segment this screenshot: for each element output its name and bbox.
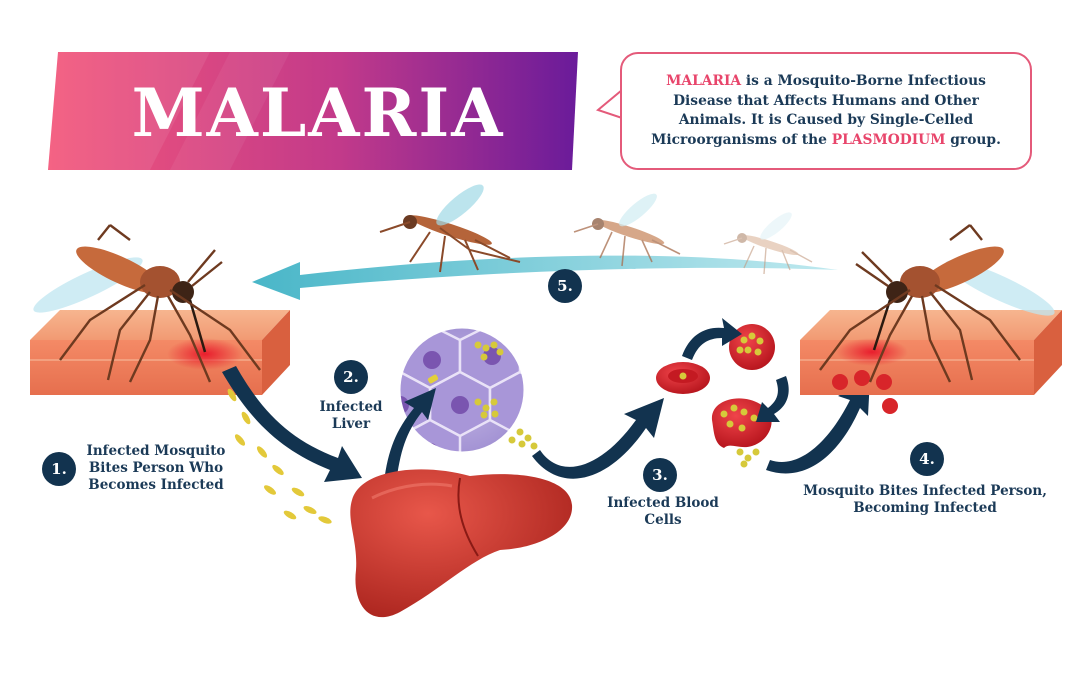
blood-cell-3-bursting bbox=[711, 398, 772, 468]
step-2-number: 2. bbox=[334, 360, 368, 394]
step-1-label: Infected Mosquito Bites Person Who Becom… bbox=[76, 443, 236, 494]
step-4-label: Mosquito Bites Infected Person, Becoming… bbox=[800, 483, 1050, 517]
description-text: MALARIA is a Mosquito-Borne Infectious D… bbox=[640, 72, 1012, 150]
arrow-bite-to-liver bbox=[222, 366, 362, 482]
blood-cell-2 bbox=[729, 324, 775, 370]
blood-cell-1 bbox=[656, 362, 710, 394]
step-3-label-line2: Cells bbox=[644, 512, 682, 528]
step-5-number: 5. bbox=[548, 269, 582, 303]
description-part-1: is a Mosquito-Borne Infectious Disease t… bbox=[651, 73, 986, 148]
mosquito-right bbox=[819, 224, 1055, 383]
step-1-number: 1. bbox=[42, 452, 76, 486]
step-2-label-line1: Infected bbox=[319, 399, 383, 415]
flying-mosquito-2 bbox=[573, 193, 681, 267]
highlight-malaria: MALARIA bbox=[666, 73, 742, 89]
step5-return-arrow bbox=[252, 255, 838, 300]
step-1-label-line3: Becomes Infected bbox=[88, 477, 224, 493]
mosquito-left bbox=[33, 224, 261, 383]
flying-mosquito-1 bbox=[379, 184, 521, 273]
highlight-plasmodium: PLASMODIUM bbox=[831, 131, 946, 148]
step-2-label: Infected Liver bbox=[306, 399, 396, 433]
step-4-label-line2: Becoming Infected bbox=[853, 500, 997, 516]
skin-block-left bbox=[30, 310, 290, 395]
step-3-number: 3. bbox=[643, 458, 677, 492]
arrow-to-blood-cells bbox=[532, 398, 664, 479]
step-1-label-line2: Bites Person Who bbox=[88, 460, 224, 476]
description-part-2: group. bbox=[945, 131, 1001, 148]
step-4-number: 4. bbox=[910, 442, 944, 476]
arrow-liver-to-cells bbox=[384, 388, 436, 484]
title-banner: MALARIA bbox=[48, 52, 578, 170]
step-2-label-line2: Liver bbox=[331, 416, 371, 432]
flying-mosquito-3 bbox=[723, 212, 813, 275]
skin-block-right bbox=[800, 310, 1062, 414]
merozoite-spill bbox=[508, 428, 538, 450]
step-3-label: Infected Blood Cells bbox=[598, 495, 728, 529]
sporozoite-trail bbox=[227, 388, 332, 524]
step-3-label-line1: Infected Blood bbox=[607, 495, 719, 511]
step-4-label-line1: Mosquito Bites Infected Person, bbox=[803, 483, 1047, 499]
page-title: MALARIA bbox=[132, 74, 505, 152]
description-box bbox=[620, 52, 1032, 170]
cycle-arrows bbox=[682, 318, 789, 422]
liver-organ bbox=[350, 469, 573, 618]
step-1-label-line1: Infected Mosquito bbox=[86, 443, 226, 459]
